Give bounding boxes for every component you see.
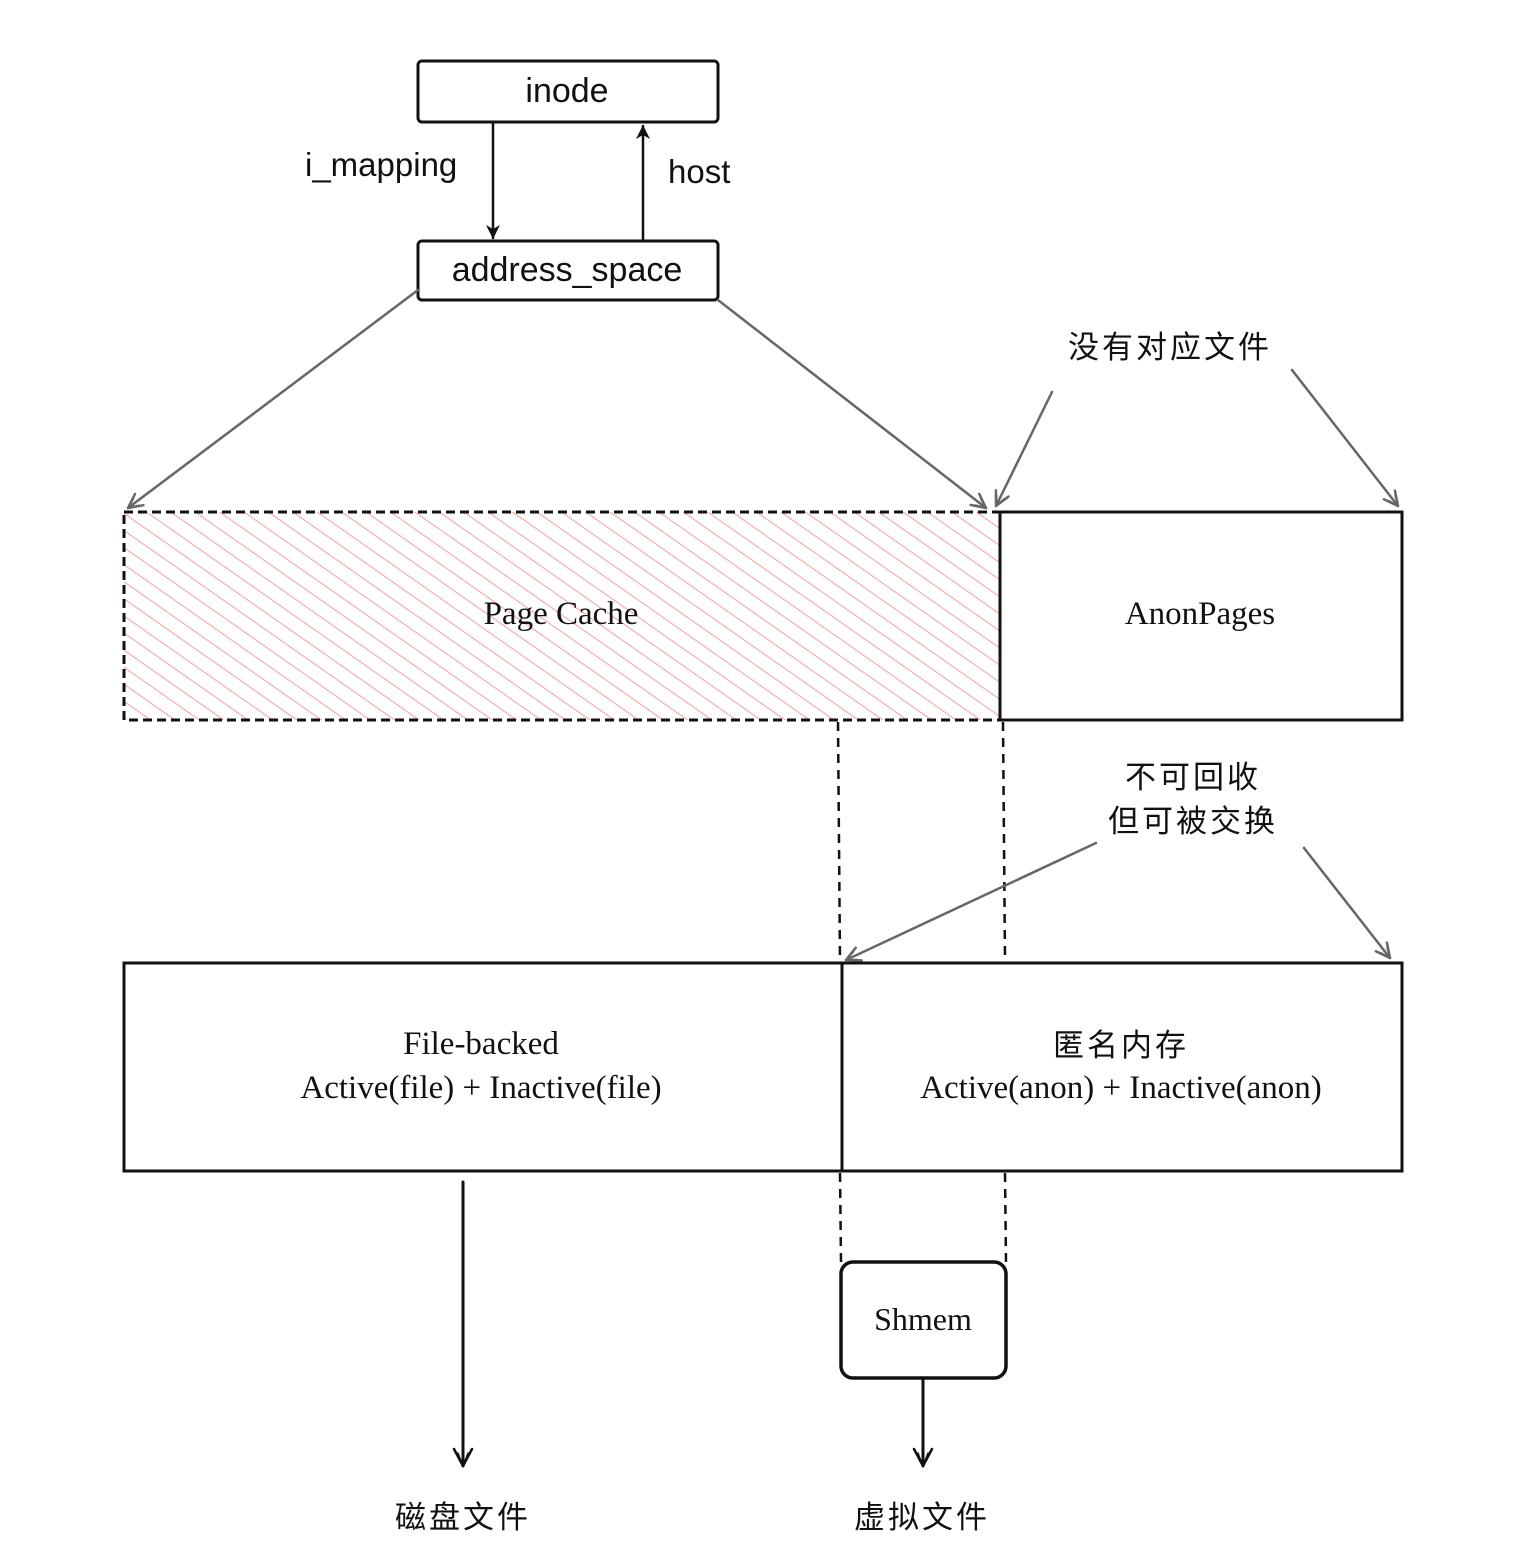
shmem-node: Shmem xyxy=(839,1260,1008,1380)
anon-memory-label-line2: Active(anon) + Inactive(anon) xyxy=(920,1070,1322,1106)
anon-pages-region xyxy=(998,510,1404,722)
page-cache-label: Page Cache xyxy=(484,596,639,632)
i-mapping-label: i_mapping xyxy=(305,146,457,183)
anon-memory-region xyxy=(840,961,1404,1173)
address-space-label: address_space xyxy=(452,251,683,289)
host-label: host xyxy=(668,153,730,190)
inode-node: inode xyxy=(416,59,720,124)
top-memory-bar: Page Cache AnonPages xyxy=(122,510,1404,722)
anon-pages-label: AnonPages xyxy=(1125,596,1275,632)
shmem-guide-right-lower xyxy=(1003,1172,1008,1263)
virtual-file-label: 虚拟文件 xyxy=(854,1500,990,1535)
no-file-right-arrow xyxy=(1290,368,1400,508)
address-space-node: address_space xyxy=(416,239,720,302)
shmem-guide-left-lower xyxy=(838,1172,843,1263)
anon-memory-label-line1: 匿名内存 xyxy=(1053,1028,1189,1063)
address-space-box xyxy=(416,239,720,302)
file-backed-label-line1: File-backed xyxy=(403,1026,559,1062)
address-space-left-arrow xyxy=(126,288,420,510)
not-reclaimable-left-arrow xyxy=(844,841,1098,962)
shmem-guide-right-upper xyxy=(1001,721,1007,963)
no-file-left-arrow xyxy=(994,390,1054,508)
not-reclaimable-right-arrow xyxy=(1302,846,1392,960)
bottom-memory-bar: File-backed Active(file) + Inactive(file… xyxy=(122,961,1404,1173)
file-backed-region xyxy=(122,961,844,1173)
shmem-guide-left-upper xyxy=(836,721,842,963)
not-reclaimable-label-line1: 不可回收 xyxy=(1125,760,1261,795)
disk-file-label: 磁盘文件 xyxy=(395,1500,531,1535)
inode-box xyxy=(416,59,720,124)
no-file-label: 没有对应文件 xyxy=(1068,330,1272,365)
inode-label: inode xyxy=(525,72,608,110)
address-space-right-arrow xyxy=(716,298,988,510)
file-backed-label-line2: Active(file) + Inactive(file) xyxy=(300,1070,661,1106)
shmem-label: Shmem xyxy=(874,1301,972,1337)
shmem-box xyxy=(839,1260,1008,1380)
not-reclaimable-label-line2: 但可被交换 xyxy=(1108,804,1278,839)
page-cache-region xyxy=(124,512,1000,720)
